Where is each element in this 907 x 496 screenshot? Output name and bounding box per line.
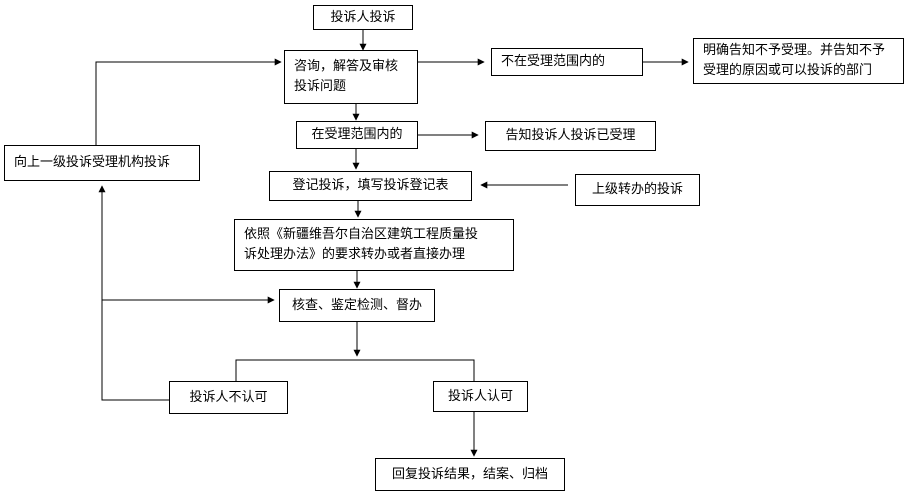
notify-reject-line-2: 受理的原因或可以投诉的部门 xyxy=(703,63,873,78)
notify-reject-box: 明确告知不予受理。并告知不予 受理的原因或可以投诉的部门 xyxy=(693,38,904,84)
escalate-box: 向上一级投诉受理机构投诉 xyxy=(4,145,200,181)
notify-reject-line-1: 明确告知不予受理。并告知不予 xyxy=(703,43,886,58)
arrow-escalate-to-consult xyxy=(95,58,282,145)
consult-line-2: 投诉问题 xyxy=(294,79,347,94)
arrow-not-accepted-to-escalate xyxy=(98,185,169,401)
inspect-box: 核查、鉴定检测、督办 xyxy=(279,289,435,322)
process-law-line-1: 依照《新疆维吾尔自治区建筑工程质量投 xyxy=(244,227,479,242)
consult-line-1: 咨询，解答及审核 xyxy=(294,59,399,74)
register-box: 登记投诉，填写投诉登记表 xyxy=(269,171,472,201)
complainant-box: 投诉人投诉 xyxy=(313,5,413,30)
branch-line xyxy=(235,359,475,381)
consult-box: 咨询，解答及审核 投诉问题 xyxy=(284,50,418,104)
in-scope-box: 在受理范围内的 xyxy=(296,121,418,149)
process-law-line-2: 诉处理办法》的要求转办或者直接办理 xyxy=(244,247,466,262)
notify-accept-box: 告知投诉人投诉已受理 xyxy=(485,121,656,151)
superior-transfer-box: 上级转办的投诉 xyxy=(575,174,700,206)
not-accepted-box: 投诉人不认可 xyxy=(169,381,288,414)
reply-box: 回复投诉结果，结案、归档 xyxy=(375,458,565,491)
out-of-scope-box: 不在受理范围内的 xyxy=(491,48,643,76)
process-law-box: 依照《新疆维吾尔自治区建筑工程质量投 诉处理办法》的要求转办或者直接办理 xyxy=(234,219,514,271)
accepted-box: 投诉人认可 xyxy=(433,381,528,412)
